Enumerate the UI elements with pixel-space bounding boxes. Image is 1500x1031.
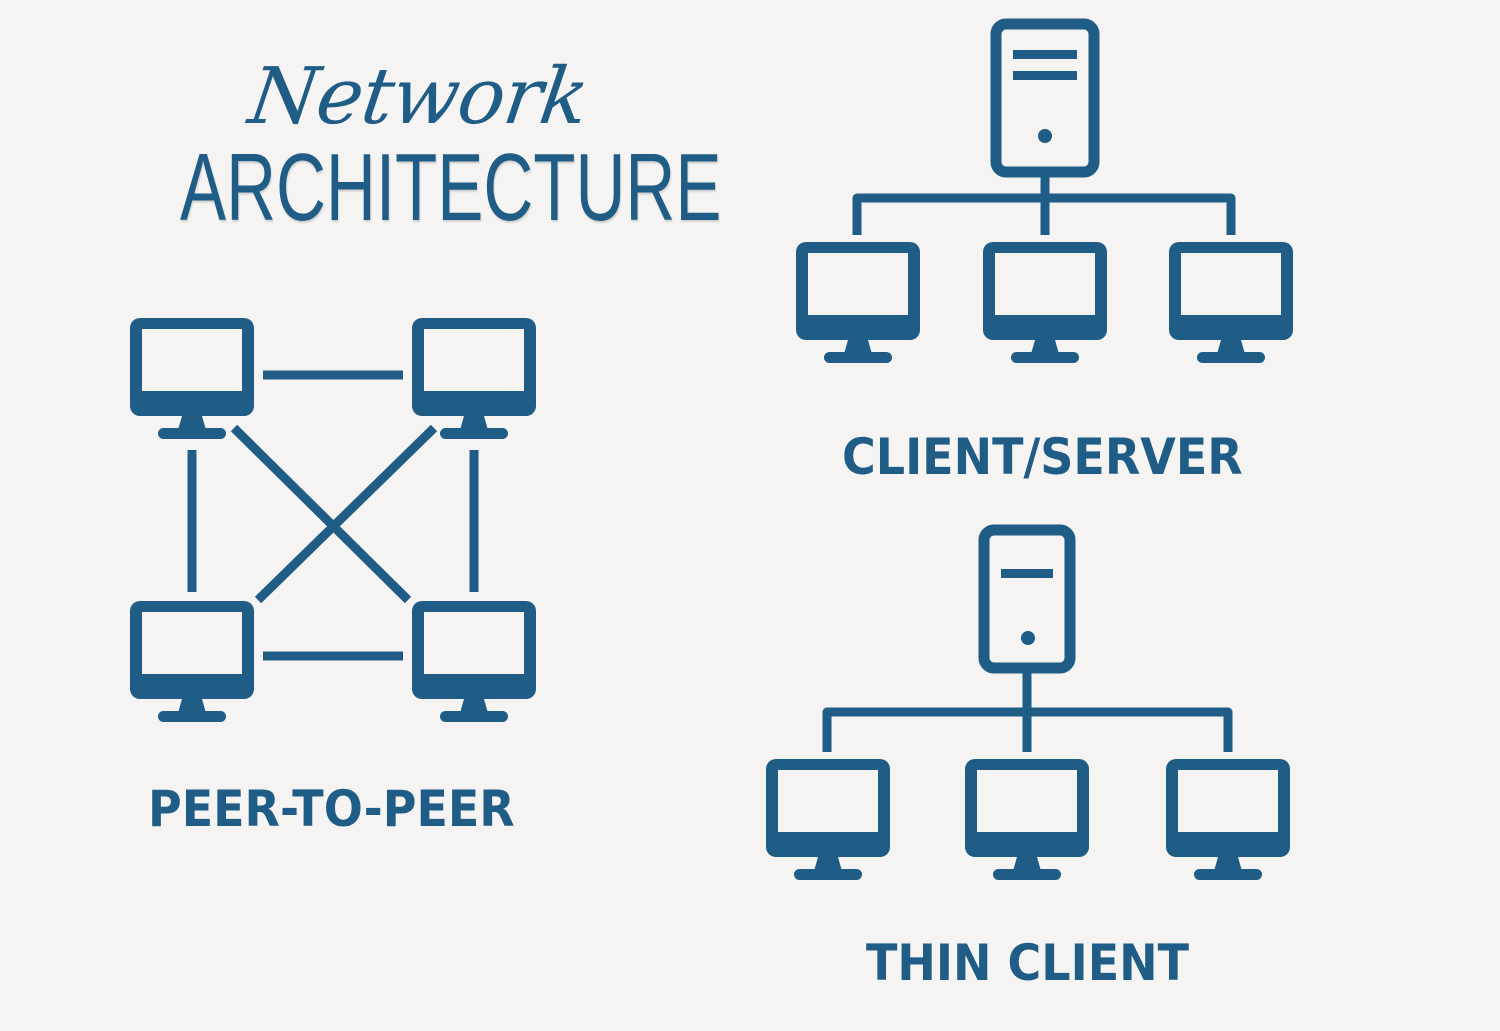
label-peer-to-peer: PEER-TO-PEER [148, 780, 515, 838]
p2p-monitor-icon [130, 318, 254, 439]
p2p-monitor-icon [412, 601, 536, 722]
tc-connections [822, 672, 1233, 752]
p2p-diagram [187, 370, 479, 661]
tc-client-monitor-icon [1166, 759, 1290, 880]
label-client-server: CLIENT/SERVER [842, 428, 1243, 486]
cs-server-icon [990, 18, 1100, 178]
tc-server-icon [978, 524, 1076, 674]
tc-client-monitor-icon [965, 759, 1089, 880]
cs-connections [852, 176, 1236, 235]
cs-client-monitor-icon [796, 242, 920, 363]
title-architecture: ARCHITECTURE [180, 134, 722, 241]
p2p-monitor-icon [412, 318, 536, 439]
tc-client-monitor-icon [766, 759, 890, 880]
label-thin-client: THIN CLIENT [866, 934, 1189, 992]
cs-client-monitor-icon [983, 242, 1107, 363]
p2p-link-diag-2 [254, 424, 438, 604]
p2p-monitor-icon [130, 601, 254, 722]
p2p-link-diag-1 [230, 424, 412, 604]
cs-client-monitor-icon [1169, 242, 1293, 363]
